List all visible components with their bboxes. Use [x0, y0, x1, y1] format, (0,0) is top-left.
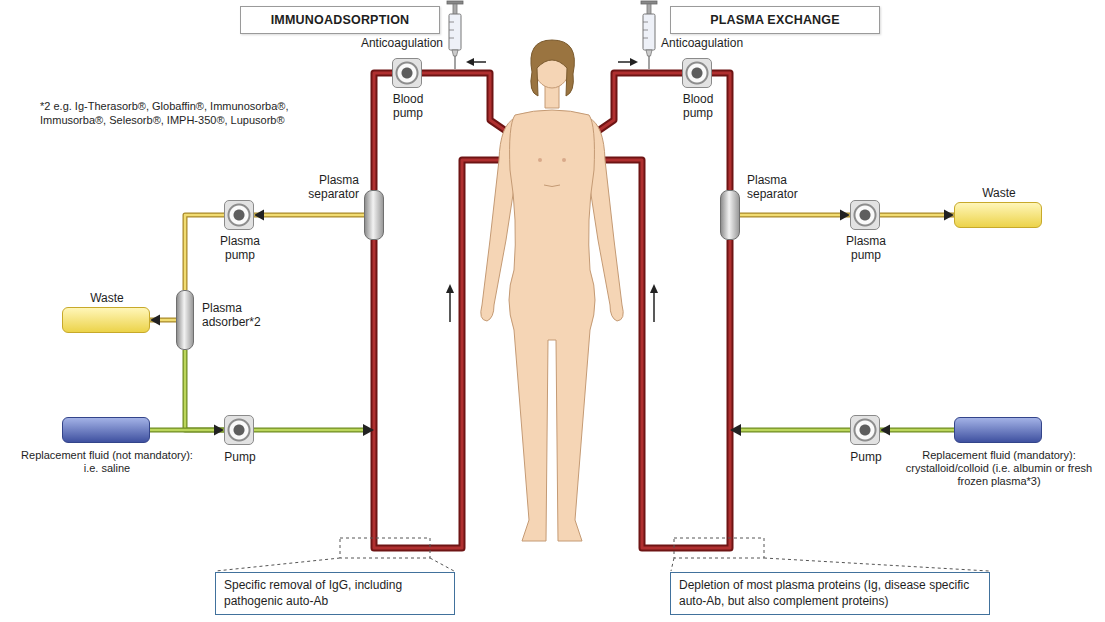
header-text: PLASMA EXCHANGE: [679, 13, 871, 27]
tube-line: [254, 214, 364, 217]
shape-label: Waste: [63, 291, 151, 305]
plasma-separator: Plasma separator: [364, 190, 384, 240]
section-header: PLASMA EXCHANGE: [670, 6, 880, 34]
tube-line: [185, 350, 224, 430]
arrowhead: [254, 210, 264, 221]
arrowhead: [150, 315, 160, 326]
shape-label: Replacement fluid (mandatory): crystallo…: [901, 449, 1097, 489]
tube-line: [254, 213, 364, 218]
tube-line: [880, 428, 954, 433]
waste-container: Waste: [62, 307, 150, 333]
tube-line: [880, 213, 954, 218]
arrowhead: [944, 210, 954, 221]
tube-connector: [254, 210, 364, 221]
callout-box: Specific removal of IgG, including patho…: [215, 572, 455, 615]
tube-line: [374, 73, 392, 190]
tube-line: [185, 215, 224, 290]
tube-line: [185, 350, 224, 430]
tube-connector: [880, 425, 954, 436]
tube-line: [740, 213, 850, 218]
tube-connector: [374, 73, 392, 190]
tube-connector: [185, 215, 224, 290]
callout-text: Depletion of most plasma proteins (Ig, d…: [679, 578, 981, 609]
pump-symbol: Blood pump: [682, 58, 712, 88]
tube-connector: [740, 210, 850, 221]
pump-symbol: Pump: [850, 415, 880, 445]
tube-line: [880, 429, 954, 432]
syringe: [447, 1, 463, 69]
arrowhead: [880, 425, 890, 436]
tube-connector: [880, 210, 954, 221]
tube-line: [712, 73, 730, 190]
tube-line: [712, 73, 730, 190]
shape-label: Pump: [215, 450, 265, 464]
tube-line: [374, 73, 392, 190]
callout-box: Depletion of most plasma proteins (Ig, d…: [670, 572, 990, 615]
header-text: IMMUNOADSORPTION: [249, 13, 431, 27]
annotation-label: Anticoagulation: [661, 36, 761, 51]
callout-text: Specific removal of IgG, including patho…: [224, 578, 446, 609]
section-header: IMMUNOADSORPTION: [240, 6, 440, 34]
pump-symbol: Plasma pump: [224, 200, 254, 230]
plasma-adsorber: Plasma adsorber*2: [176, 290, 194, 350]
plasma-separator: Plasma separator: [720, 190, 740, 240]
replacement-fluid-bag: Replacement fluid (not mandatory): i.e. …: [62, 417, 150, 443]
shape-label: Plasma pump: [218, 234, 262, 263]
waste-container: Waste: [954, 202, 1042, 228]
shape-label: Replacement fluid (not mandatory): i.e. …: [19, 449, 195, 475]
syringe: [641, 1, 657, 69]
tube-connector: [185, 350, 224, 430]
shape-label: Blood pump: [678, 92, 718, 121]
tube-line: [740, 214, 850, 217]
shape-label: Plasma separator: [747, 173, 812, 202]
tube-line: [150, 429, 224, 432]
arrowhead: [840, 210, 850, 221]
footnote-text: *2 e.g. Ig-Therasorb®, Globaffin®, Immun…: [40, 100, 290, 128]
pump-symbol: Plasma pump: [850, 200, 880, 230]
return-lines: [254, 430, 850, 431]
tube-line: [185, 215, 224, 290]
shape-label: Plasma separator: [294, 173, 359, 202]
shape-label: Plasma adsorber*2: [202, 301, 274, 330]
tube-connector: [150, 315, 176, 326]
tube-line: [880, 214, 954, 217]
tube-connector: [712, 73, 730, 190]
callout-leaders: [216, 538, 989, 571]
annotation-label: Anticoagulation: [343, 36, 443, 51]
blood-tubes: [374, 73, 730, 548]
tube-line: [150, 428, 224, 433]
shape-label: Pump: [841, 450, 891, 464]
shape-label: Waste: [955, 186, 1043, 200]
patient-figure: [481, 40, 623, 541]
replacement-fluid-bag: Replacement fluid (mandatory): crystallo…: [954, 417, 1042, 443]
tube-connector: [150, 425, 224, 436]
shape-label: Blood pump: [388, 92, 428, 121]
pump-symbol: Pump: [224, 415, 254, 445]
arrowhead: [214, 425, 224, 436]
pump-symbol: Blood pump: [392, 58, 422, 88]
shape-label: Plasma pump: [844, 234, 888, 263]
